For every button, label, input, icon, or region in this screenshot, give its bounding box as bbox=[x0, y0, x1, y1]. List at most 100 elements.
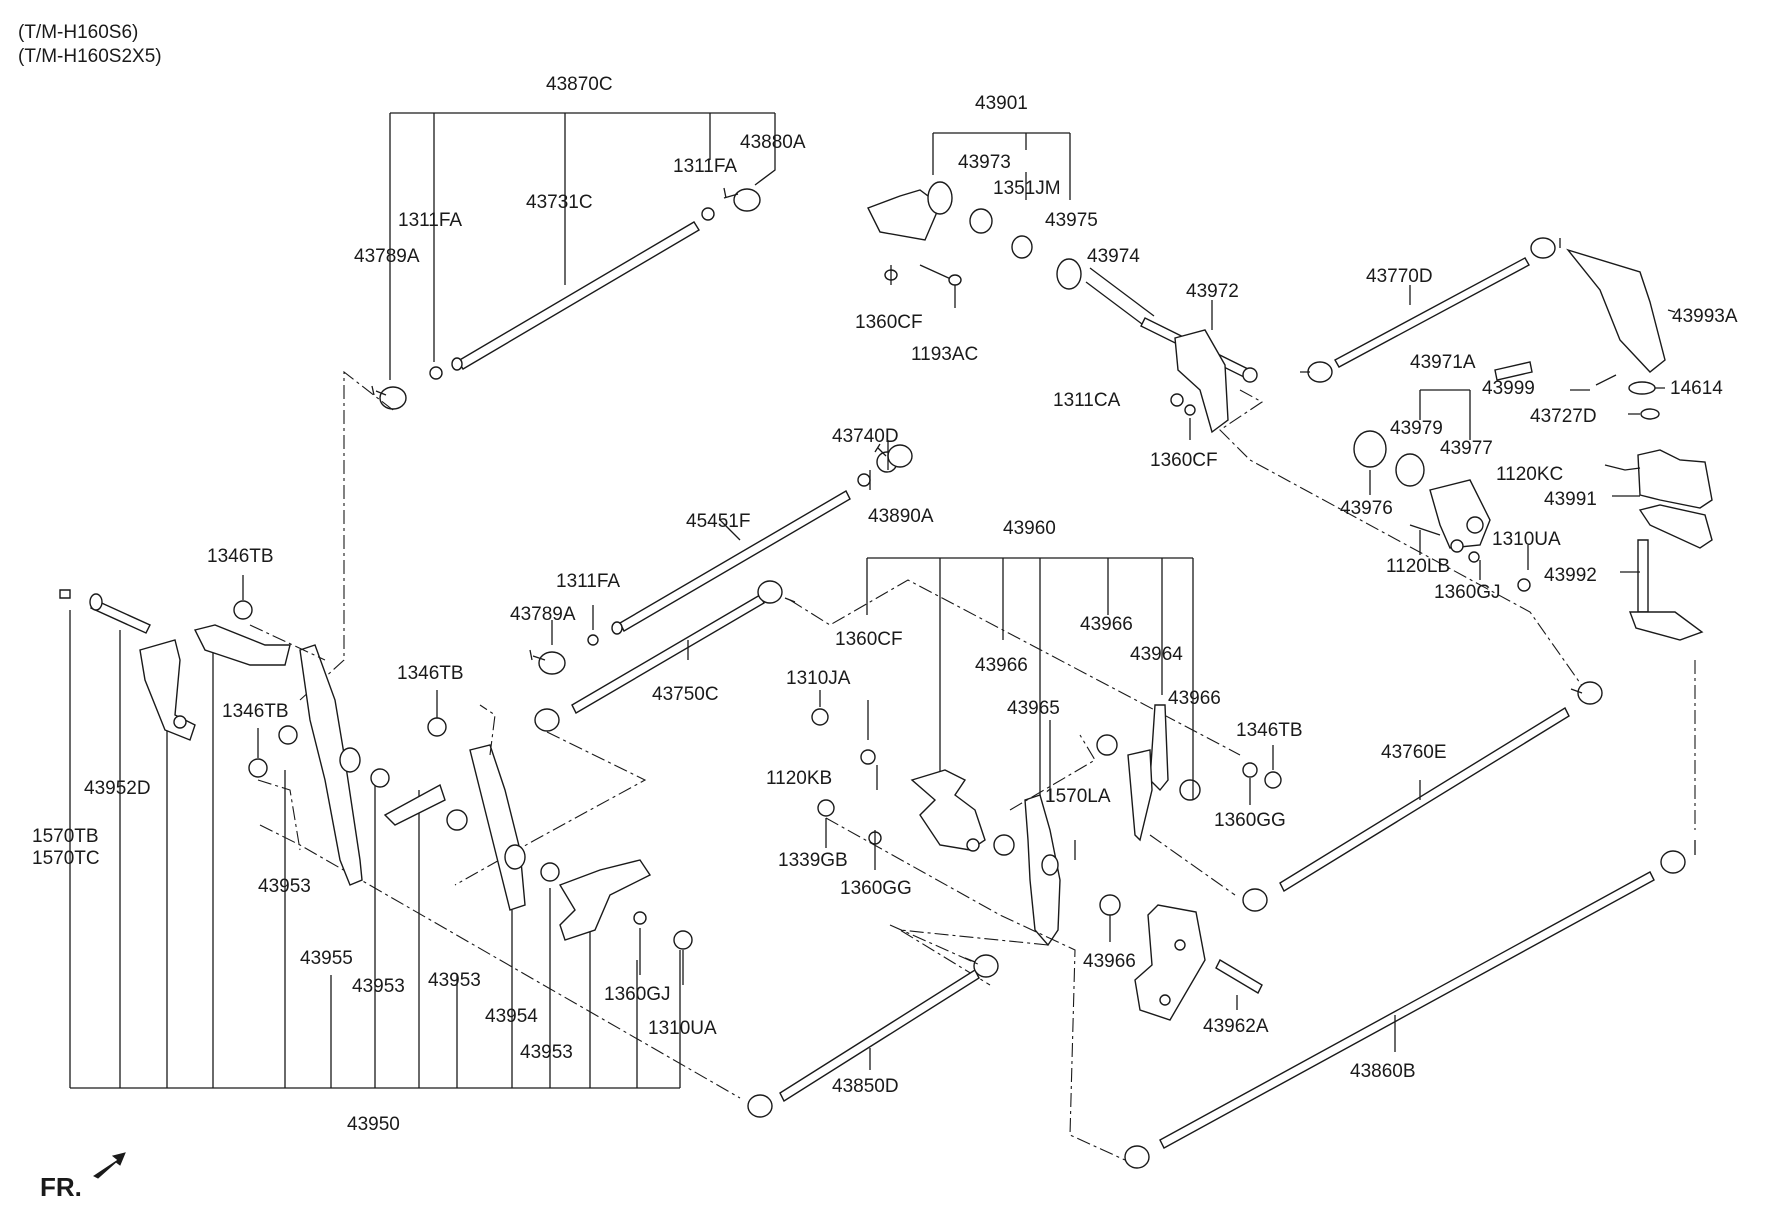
label-43760E: 43760E bbox=[1381, 742, 1447, 763]
ball-joint-43880A bbox=[733, 188, 761, 212]
bushing-43966 bbox=[1096, 734, 1118, 756]
leaders bbox=[1189, 300, 1213, 440]
leaders bbox=[819, 680, 1274, 942]
label-43979: 43979 bbox=[1390, 418, 1443, 439]
washer-1360GJ bbox=[1468, 551, 1480, 563]
ball-joint-43789A bbox=[379, 386, 407, 410]
assembly-43750C bbox=[534, 580, 796, 732]
bolt-1193AC bbox=[919, 264, 954, 281]
assembly-43971A bbox=[1353, 389, 1531, 592]
nut-1346TB bbox=[233, 600, 253, 620]
label-43962A: 43962A bbox=[1203, 1016, 1269, 1037]
label-1346TB-b: 1346TB bbox=[397, 663, 464, 684]
bushing-43966 bbox=[1179, 779, 1201, 801]
pivot bbox=[339, 747, 361, 773]
rod-end bbox=[1660, 850, 1686, 874]
label-43750C: 43750C bbox=[652, 684, 719, 705]
bracket-43991 bbox=[1637, 449, 1713, 509]
nut-1346TB bbox=[1264, 771, 1282, 789]
bolt-1120KC bbox=[1604, 464, 1641, 471]
nut-1310UA bbox=[673, 930, 693, 950]
rod-43860B bbox=[1159, 871, 1655, 1149]
bolt-1120LB bbox=[1409, 524, 1441, 536]
bushing-43953 bbox=[278, 725, 298, 745]
label-43975: 43975 bbox=[1045, 210, 1098, 231]
dash-link-43965 bbox=[899, 929, 1049, 986]
rod-43760E bbox=[1279, 707, 1570, 892]
label-43999: 43999 bbox=[1482, 378, 1535, 399]
label-43966-c: 43966 bbox=[1168, 688, 1221, 709]
label-43727D: 43727D bbox=[1530, 406, 1597, 427]
rod-43770D bbox=[1334, 257, 1530, 368]
label-1120LB: 1120LB bbox=[1386, 556, 1450, 577]
label-43953-d: 43953 bbox=[520, 1042, 573, 1063]
spring-43974 bbox=[1085, 267, 1155, 331]
assembly-43962A bbox=[1134, 904, 1263, 1021]
leaders bbox=[242, 575, 684, 985]
hole bbox=[1159, 994, 1171, 1006]
pivot bbox=[1041, 854, 1059, 876]
bushing-43953 bbox=[446, 809, 468, 831]
lever-43972 bbox=[1174, 329, 1229, 434]
plate bbox=[383, 783, 446, 826]
washer-43727D bbox=[1640, 408, 1660, 420]
label-43789A-mid: 43789A bbox=[510, 604, 576, 625]
label-43954: 43954 bbox=[485, 1006, 538, 1027]
label-43955: 43955 bbox=[300, 948, 353, 969]
leader-43950 bbox=[69, 610, 681, 1089]
label-43991: 43991 bbox=[1544, 489, 1597, 510]
assembly-43950 bbox=[59, 575, 693, 1089]
label-1310UA-left: 1310UA bbox=[648, 1018, 717, 1039]
plate-bracket bbox=[910, 769, 986, 851]
label-43870C: 43870C bbox=[546, 74, 613, 95]
hole bbox=[173, 715, 187, 729]
bracket-43992 bbox=[1638, 504, 1713, 549]
label-43953-a: 43953 bbox=[258, 876, 311, 897]
label-14614: 14614 bbox=[1670, 378, 1723, 399]
nut-1311CA bbox=[1170, 393, 1184, 407]
washer-1360CF bbox=[1184, 404, 1196, 416]
pin-head bbox=[89, 593, 103, 611]
bolt-43999 bbox=[1494, 361, 1533, 381]
label-1311FA-mid: 1311FA bbox=[556, 571, 620, 592]
hole bbox=[966, 838, 980, 852]
assembly-43870C bbox=[371, 112, 776, 410]
bushing-43953 bbox=[370, 768, 390, 788]
label-1360CF-mid: 1360CF bbox=[1150, 450, 1218, 471]
hole bbox=[1174, 939, 1186, 951]
leaders bbox=[1570, 374, 1665, 415]
label-43789A-top: 43789A bbox=[354, 246, 420, 267]
assembly-43860B bbox=[1124, 840, 1696, 1169]
nut-1346TB bbox=[248, 758, 268, 778]
rod-end bbox=[1577, 681, 1603, 705]
bracket bbox=[193, 624, 291, 666]
studs bbox=[1300, 238, 1561, 373]
label-43850D: 43850D bbox=[832, 1076, 899, 1097]
shaft-end bbox=[1242, 367, 1258, 383]
label-1120KB: 1120KB bbox=[766, 768, 832, 789]
bracket-43952D bbox=[139, 639, 196, 741]
label-43964: 43964 bbox=[1130, 644, 1183, 665]
assembly-45451F bbox=[529, 440, 913, 675]
label-43992: 43992 bbox=[1544, 565, 1597, 586]
leader-43971A bbox=[1419, 389, 1471, 440]
label-43965: 43965 bbox=[1007, 698, 1060, 719]
clip bbox=[59, 589, 71, 599]
nut bbox=[857, 473, 871, 487]
stud bbox=[874, 443, 887, 457]
rod-end bbox=[534, 708, 560, 732]
label-43966-b: 43966 bbox=[975, 655, 1028, 676]
label-43972: 43972 bbox=[1186, 281, 1239, 302]
dash-link-43750C bbox=[454, 579, 1241, 886]
label-43901: 43901 bbox=[975, 93, 1028, 114]
label-1346TB-c: 1346TB bbox=[222, 701, 289, 722]
leader-43870C bbox=[389, 112, 776, 380]
label-43731C: 43731C bbox=[526, 192, 593, 213]
label-43976: 43976 bbox=[1340, 498, 1393, 519]
label-43740D: 43740D bbox=[832, 426, 899, 447]
rod-43850D bbox=[779, 968, 980, 1103]
bolt-head bbox=[948, 274, 962, 286]
label-43966-d: 43966 bbox=[1083, 951, 1136, 972]
assembly-43991 bbox=[1604, 449, 1713, 641]
label-1346TB-a: 1346TB bbox=[207, 546, 274, 567]
